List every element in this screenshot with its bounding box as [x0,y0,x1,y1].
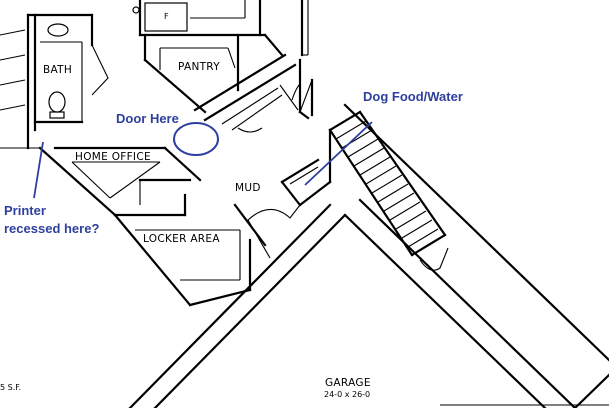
left-stair-rails [0,13,40,150]
garage-walls [128,198,609,408]
pantry-walls [143,33,284,114]
dog-food-water-label: Dog Food/Water [363,89,463,104]
room-label-mud: MUD [235,182,261,194]
room-label-home-office: HOME OFFICE [75,151,151,163]
printer-label-line2: recessed here? [4,221,99,236]
hall-walls [193,53,314,133]
upper-right-walls [300,0,309,57]
home-office-walls [38,146,202,217]
printer-pointer-line [33,141,44,199]
dog-food-pointer-line [304,121,373,186]
dog-food-annotation: Dog Food/Water [304,89,463,186]
toilet-icon [48,91,66,119]
locker-walls [113,193,267,307]
mud-door-swing [247,204,301,259]
door-here-label: Door Here [116,111,179,126]
printer-label-line1: Printer [4,203,46,218]
garage-dimensions: 24-0 x 26-0 [324,390,370,399]
room-label-pantry: PANTRY [178,61,220,73]
room-label-bath: BATH [43,64,72,76]
sink-icon [47,23,69,37]
printer-annotation: Printer recessed here? [4,141,99,236]
door-circle-marker [173,122,219,156]
bath-walls [26,13,109,132]
partial-area-text: 5 S.F. [0,383,21,392]
fridge-label: F [164,12,169,21]
room-label-garage: GARAGE [325,377,371,389]
door-here-annotation: Door Here [116,111,219,156]
room-label-locker-area: LOCKER AREA [143,233,220,245]
fridge-area [132,0,267,37]
staircase [328,103,609,362]
mud-walls [280,128,332,207]
